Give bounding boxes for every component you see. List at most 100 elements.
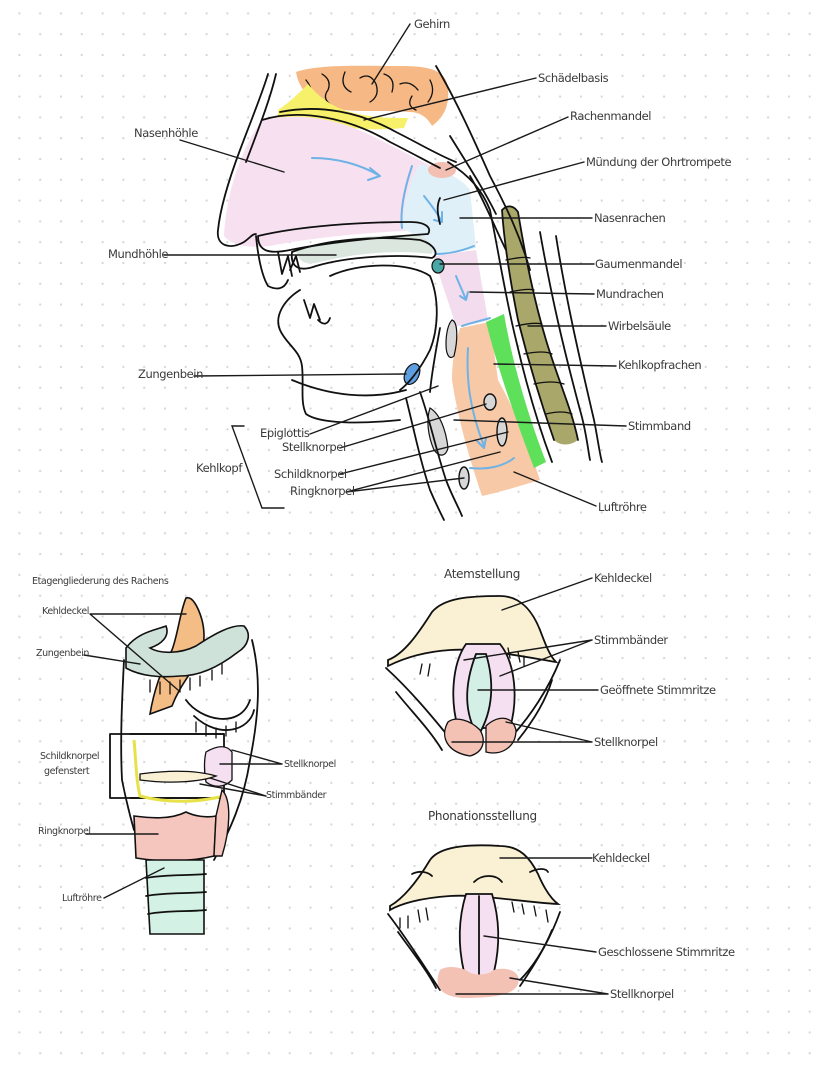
label-nasenhoehle: Nasenhöhle — [134, 126, 198, 140]
etagen-label-ringknorpel: Ringknorpel — [38, 826, 91, 837]
neck-back-outline — [555, 235, 603, 463]
nasopharynx-boundary-lower — [435, 245, 475, 255]
label-kehlkopfrachen: Kehlkopfrachen — [618, 358, 701, 372]
phon-side-folds — [387, 911, 561, 991]
upper-lip — [255, 235, 289, 290]
leader-atem-kehldeckel — [501, 577, 593, 611]
region-palatine-tonsil — [431, 258, 445, 274]
etagen-label-kehldeckel: Kehldeckel — [42, 606, 89, 617]
label-mundrachen: Mundrachen — [596, 287, 664, 301]
etagen-diagram: Etagengliederung des Rachens Kehldeckel … — [32, 576, 336, 935]
label-kehlkopf: Kehlkopf — [196, 461, 243, 475]
leader-phon-stellknorpel — [455, 977, 609, 995]
label-nasenrachen: Nasenrachen — [594, 211, 665, 225]
spine-outline — [501, 205, 579, 441]
region-nasopharynx — [402, 164, 476, 254]
trachea-boundary — [469, 457, 515, 470]
membrane-ticks — [149, 663, 223, 695]
region-cricoid-back — [213, 788, 230, 857]
region-epiglottis-atem — [387, 595, 559, 668]
front-throat-2 — [405, 397, 445, 521]
etagen-label-stellknorpel: Stellknorpel — [284, 759, 336, 770]
etagen-label-luftroehre: Luftröhre — [62, 893, 102, 904]
etagen-label-stimmbaender: Stimmbänder — [266, 790, 327, 801]
leader-etagen-stellknorpel — [219, 749, 283, 765]
chin-outline — [277, 289, 401, 424]
upper-teeth — [277, 251, 301, 277]
label-wirbelsaeule: Wirbelsäule — [608, 319, 671, 333]
phonation-title: Phonationsstellung — [428, 809, 537, 823]
atemstellung-diagram: Atemstellung Kehldeckel Stimmbänder Geöf… — [385, 567, 716, 757]
leader-etagen-zungenbein — [83, 654, 141, 665]
bracket-kehlkopf — [230, 425, 285, 509]
leader-stellknorpel — [339, 403, 487, 449]
nasal-roof — [261, 114, 441, 169]
thyroid-window-box — [109, 733, 225, 799]
region-arytenoids-atem — [444, 717, 517, 757]
leader-etagen-kehldeckel — [89, 613, 187, 691]
region-esophagus — [486, 314, 546, 468]
region-brain — [296, 65, 449, 126]
vertebra-lines — [505, 256, 573, 415]
leader-gehirn — [371, 23, 411, 85]
fold-ticks — [195, 721, 237, 739]
label-zungenbein: Zungenbein — [138, 367, 203, 381]
etagen-label-schildknorpel: Schildknorpel — [40, 751, 99, 762]
etagen-title: Etagengliederung des Rachens — [32, 576, 169, 587]
skull-base-line — [279, 108, 457, 163]
leader-epiglottis — [309, 385, 439, 435]
sagittal-diagram: Gehirn Schädelbasis Rachenmandel Mündung… — [108, 17, 732, 521]
inner-fold — [185, 699, 255, 731]
leader-schildknorpel — [339, 431, 509, 475]
region-epiglottis-phon — [389, 844, 561, 912]
label-epiglottis: Epiglottis — [260, 426, 310, 440]
nose-outline — [217, 73, 269, 247]
leader-schaedelbasis — [363, 77, 537, 121]
label-mundhoehle: Mundhöhle — [108, 247, 168, 261]
label-ohrtrompete: Mündung der Ohrtrompete — [586, 155, 731, 169]
region-vocal-cords-etagen — [139, 770, 219, 783]
larynx-body-outline — [120, 639, 259, 861]
label-stimmband: Stimmband — [628, 419, 691, 433]
atem-label-stellknorpel: Stellknorpel — [594, 735, 658, 749]
airflow-arrow-naso — [423, 195, 443, 223]
label-schaedelbasis: Schädelbasis — [538, 71, 609, 85]
airflow-arrow-larynx — [466, 347, 487, 449]
back-neck-line-2 — [449, 135, 497, 215]
leader-ringknorpel — [345, 451, 501, 493]
label-gehirn: Gehirn — [414, 17, 450, 31]
leader-luftroehre — [513, 471, 597, 507]
region-nasal-cavity — [224, 116, 438, 247]
region-arytenoids-phon — [437, 967, 519, 998]
atem-label-stimmritze: Geöffnete Stimmritze — [600, 683, 716, 697]
leader-rachenmandel — [445, 116, 569, 171]
thyroid-cartilage-edge — [132, 739, 225, 803]
trachea-rings — [145, 873, 207, 915]
soft-palate-outline — [290, 237, 437, 270]
label-rachenmandel: Rachenmandel — [570, 109, 651, 123]
atem-label-stimmbaender: Stimmbänder — [594, 633, 668, 647]
hard-palate — [257, 221, 431, 253]
neck-back-outline-2 — [539, 231, 591, 461]
region-trachea — [145, 859, 205, 935]
lower-teeth — [303, 299, 331, 325]
nose-outline-inner — [245, 73, 277, 163]
region-hyoid-bone — [125, 624, 250, 678]
leader-stimmband — [453, 419, 627, 427]
eustachian-opening — [436, 197, 441, 225]
oropharynx-boundary — [461, 317, 491, 327]
atemstellung-title: Atemstellung — [444, 567, 520, 581]
region-epiglottis-sagittal — [445, 319, 458, 359]
leader-nasenhoehle — [179, 139, 285, 173]
phonation-diagram: Phonationsstellung Kehldeckel Geschlosse… — [387, 809, 735, 1001]
phon-tongue-ridge — [473, 875, 503, 883]
back-neck-line-1 — [435, 65, 531, 271]
leader-ohrtrompete — [443, 161, 585, 201]
label-stellknorpel: Stellknorpel — [282, 440, 346, 454]
leader-atem-stimmbaender — [463, 639, 593, 677]
leader-atem-stellknorpel — [451, 721, 593, 743]
leader-etagen-stimmbaender — [199, 777, 267, 797]
leader-kehlkopfrachen — [493, 363, 617, 367]
